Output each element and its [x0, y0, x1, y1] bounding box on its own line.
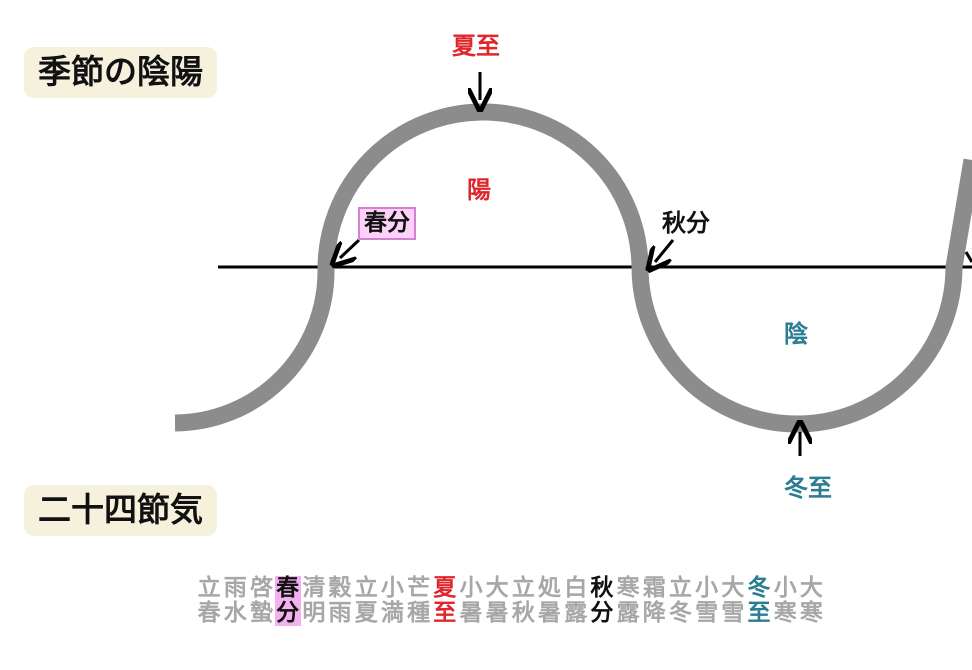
solar-term-bottom-char: 水 — [223, 600, 247, 626]
solar-term-bottom-char: 雪 — [721, 600, 745, 626]
yin-label: 陰 — [784, 320, 808, 348]
solar-term-bottom-char: 秋 — [511, 600, 535, 626]
solar-term-top-char: 寒 — [616, 575, 640, 601]
solar-term-bottom-char: 至 — [433, 600, 457, 626]
solar-term: 大寒 — [798, 576, 824, 626]
solar-term-top-char: 穀 — [328, 575, 352, 601]
autumn-equinox-arrow — [655, 239, 675, 262]
solar-term-top-char: 小 — [773, 575, 797, 601]
solar-term-top-char: 処 — [538, 575, 562, 601]
solar-term-top-char: 大 — [721, 575, 745, 601]
solar-term-bottom-char: 暑 — [459, 600, 483, 626]
solar-term-bottom-char: 寒 — [773, 600, 797, 626]
solar-term: 冬至 — [746, 576, 772, 626]
solar-term-bottom-char: 冬 — [668, 600, 692, 626]
solar-term-top-char: 啓 — [249, 575, 273, 601]
solar-term: 春分 — [274, 575, 301, 626]
solar-term: 秋分 — [589, 576, 615, 626]
solar-term: 清明 — [301, 576, 327, 626]
solar-term-bottom-char: 蟄 — [249, 600, 273, 626]
solar-term: 小満 — [379, 576, 405, 626]
winter-solstice-label: 冬至 — [784, 474, 832, 502]
solar-term-bottom-char: 降 — [642, 600, 666, 626]
solar-term-bottom-char: 寒 — [799, 600, 823, 626]
solar-term-bottom-char: 雨 — [328, 600, 352, 626]
solar-term-top-char: 立 — [197, 575, 221, 601]
solar-term: 寒露 — [615, 576, 641, 626]
solar-term: 夏至 — [432, 576, 458, 626]
solar-term-top-char: 春 — [276, 575, 300, 601]
solar-term: 大雪 — [720, 576, 746, 626]
twenty-four-terms-title: 二十四節気 — [24, 485, 217, 536]
solar-term-top-char: 立 — [511, 575, 535, 601]
solar-term: 立冬 — [667, 576, 693, 626]
solar-term-bottom-char: 夏 — [354, 600, 378, 626]
yang-label: 陽 — [467, 176, 491, 204]
solar-term-bottom-char: 満 — [380, 600, 404, 626]
solar-term-top-char: 冬 — [747, 575, 771, 601]
solar-term: 大暑 — [484, 576, 510, 626]
solar-term: 立秋 — [510, 576, 536, 626]
solar-term-bottom-char: 露 — [564, 600, 588, 626]
solar-term: 立夏 — [353, 576, 379, 626]
solar-term-top-char: 霜 — [642, 575, 666, 601]
solar-term-top-char: 芒 — [407, 575, 431, 601]
solar-term-top-char: 秋 — [590, 575, 614, 601]
solar-term-bottom-char: 露 — [616, 600, 640, 626]
autumn-equinox-label: 秋分 — [662, 209, 710, 237]
spring-equinox-label: 春分 — [358, 207, 416, 240]
solar-term-bottom-char: 雪 — [695, 600, 719, 626]
solar-term-top-char: 立 — [668, 575, 692, 601]
solar-term: 処暑 — [536, 576, 562, 626]
solar-term-bottom-char: 分 — [590, 600, 614, 626]
solar-term: 啓蟄 — [248, 576, 274, 626]
solar-term: 小暑 — [458, 576, 484, 626]
next-equinox-arrow — [964, 251, 972, 263]
solar-term: 小雪 — [694, 576, 720, 626]
solar-term: 芒種 — [406, 576, 432, 626]
solar-term-bottom-char: 暑 — [538, 600, 562, 626]
solar-term-bottom-char: 春 — [197, 600, 221, 626]
season-yin-yang-title: 季節の陰陽 — [24, 47, 217, 98]
solar-term-top-char: 小 — [459, 575, 483, 601]
solar-term-top-char: 立 — [354, 575, 378, 601]
solar-term-top-char: 大 — [799, 575, 823, 601]
solar-term-bottom-char: 至 — [747, 600, 771, 626]
solar-term: 小寒 — [772, 576, 798, 626]
solar-term-bottom-char: 種 — [407, 600, 431, 626]
solar-term: 立春 — [196, 576, 222, 626]
solar-term-top-char: 小 — [695, 575, 719, 601]
solar-term: 白露 — [563, 576, 589, 626]
solar-term-bottom-char: 分 — [276, 600, 300, 626]
solar-term-top-char: 大 — [485, 575, 509, 601]
solar-term-bottom-char: 明 — [302, 600, 326, 626]
solar-terms-row: 立春雨水啓蟄春分清明穀雨立夏小満芒種夏至小暑大暑立秋処暑白露秋分寒露霜降立冬小雪… — [196, 576, 825, 626]
solar-term: 霜降 — [641, 576, 667, 626]
solar-term-top-char: 夏 — [433, 575, 457, 601]
solar-term-top-char: 雨 — [223, 575, 247, 601]
solar-term: 雨水 — [222, 576, 248, 626]
solar-term: 穀雨 — [327, 576, 353, 626]
solar-term-bottom-char: 暑 — [485, 600, 509, 626]
solar-term-top-char: 白 — [564, 575, 588, 601]
solar-term-top-char: 清 — [302, 575, 326, 601]
spring-equinox-arrow — [340, 238, 361, 258]
solar-term-top-char: 小 — [380, 575, 404, 601]
season-wave — [174, 103, 972, 433]
summer-solstice-label: 夏至 — [452, 32, 500, 60]
